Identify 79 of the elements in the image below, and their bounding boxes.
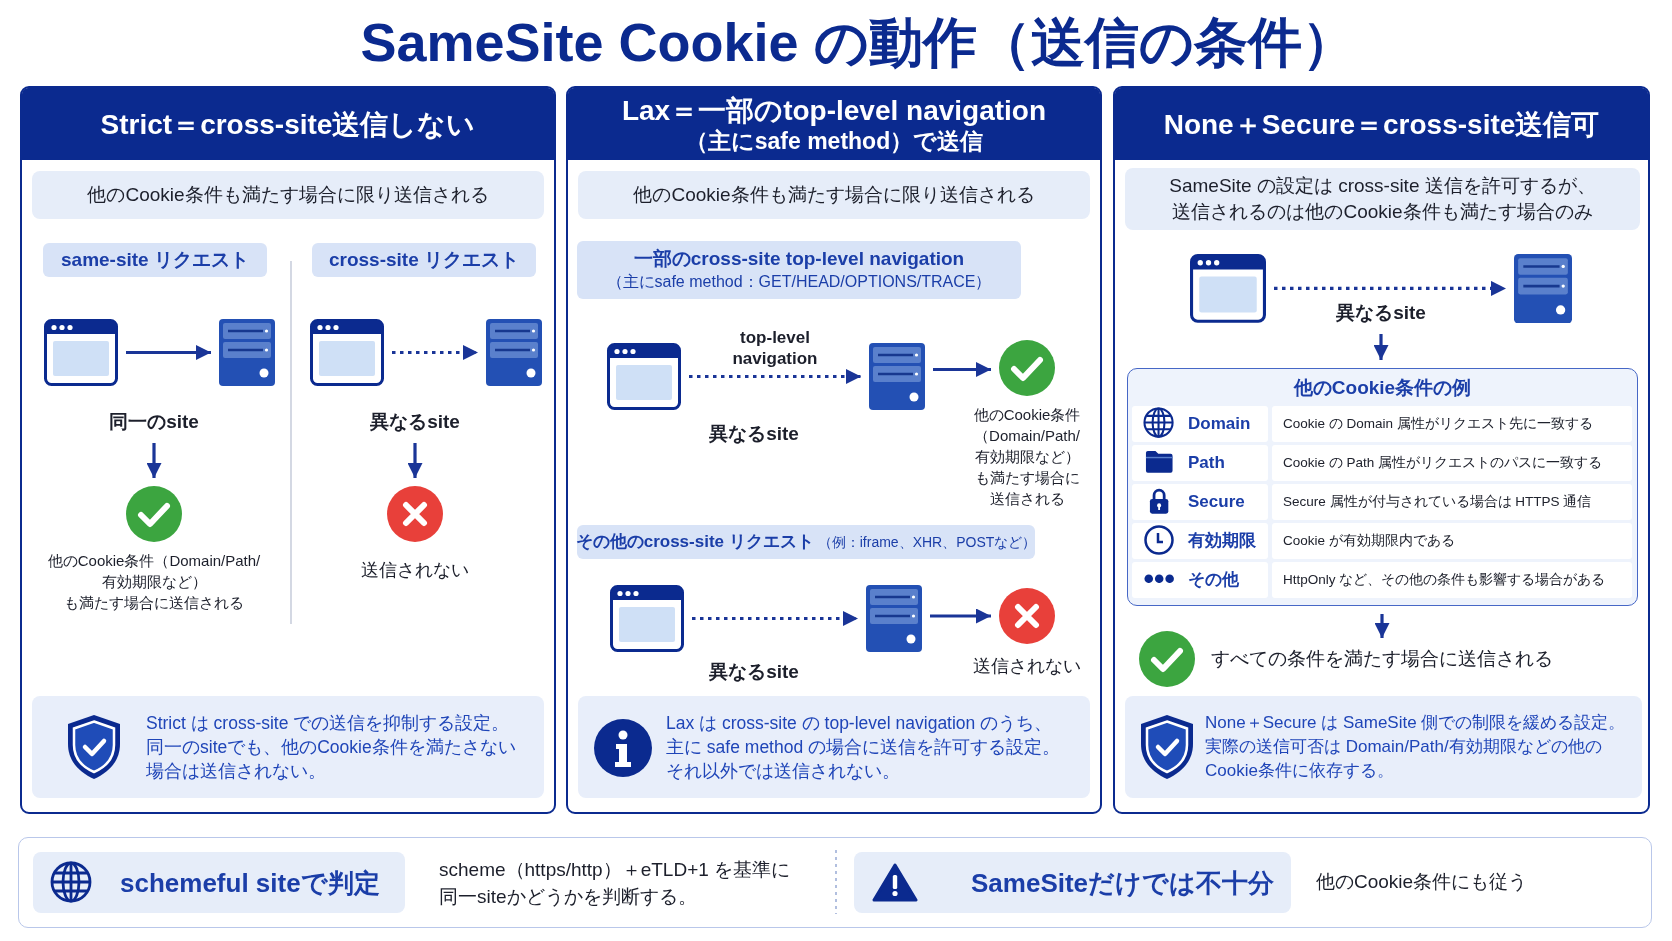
- server-icon: [1514, 254, 1572, 324]
- arrow: [146, 443, 162, 478]
- dotted-arrow: [692, 611, 858, 626]
- cross-circle-icon: [999, 588, 1055, 644]
- panel-title: Lax＝一部のtop-level navigation: [621, 93, 1047, 127]
- conditions-title: 他のCookie条件の例: [1293, 376, 1472, 400]
- request-type-tag: [577, 525, 1035, 559]
- note-text: Lax は cross-site の top-level navigation のうち、主に safe method の場合に送信を許可する設定。それ以外では送信されない。: [666, 712, 1062, 783]
- tag-subtitle: （例：iframe、XHR、POSTなど）: [817, 533, 1037, 552]
- browser-window-icon: [607, 343, 681, 410]
- diagram-title: SameSite Cookie の動作（送信の条件）: [360, 11, 1356, 74]
- status-caption: 送信されない: [361, 559, 469, 582]
- condition-description: Cookie が有効期限内である: [1283, 532, 1455, 550]
- request-type-tag: same-site リクエスト: [43, 243, 267, 277]
- panel-subtitle: （主にsafe method）で送信: [684, 126, 984, 155]
- condition-description: HttpOnly など、その他の条件も影響する場合がある: [1283, 571, 1606, 589]
- dotted-arrow: [392, 345, 478, 360]
- summary-pill: [854, 852, 1291, 913]
- policy-panel: [1113, 86, 1650, 814]
- cross-circle-icon: [387, 486, 443, 542]
- policy-panel: [566, 86, 1102, 814]
- note-panel: [578, 696, 1090, 798]
- site-label: 同一のsite: [109, 409, 199, 435]
- note-text: Strict は cross-site での送信を抑制する設定。同一のsiteでも、他のCookie条件を満たさない場合は送信されない。: [146, 712, 517, 783]
- panel-title: None＋Secure＝cross-site送信可: [1163, 107, 1600, 141]
- site-label: 異なるsite: [1336, 300, 1426, 326]
- arrow: [1373, 334, 1389, 360]
- summary-note: 他のCookie条件にも従う: [1316, 870, 1528, 894]
- site-label: 異なるsite: [709, 422, 799, 446]
- summary-note: scheme（https/http）＋eTLD+1 を基準に同一siteかどうかを判断する。: [439, 858, 792, 909]
- dotted-arrow: [1274, 280, 1506, 296]
- tag-title: その他のcross-site リクエスト: [575, 531, 814, 553]
- pill-text: schemeful siteで判定: [120, 866, 380, 900]
- condition-banner: 他のCookie条件も満たす場合に限り送信される: [32, 171, 544, 219]
- condition-name: その他: [1188, 569, 1239, 591]
- arrow: [126, 345, 211, 360]
- browser-window-icon: [1190, 254, 1266, 323]
- site-label: 異なるsite: [709, 660, 799, 684]
- browser-window-icon: [610, 585, 684, 652]
- tag-subtitle: （主にsafe method：GET/HEAD/OPTIONS/TRACE）: [606, 272, 992, 292]
- status-caption: 送信されない: [973, 655, 1081, 678]
- server-icon: [866, 585, 922, 652]
- request-type-tag: cross-site リクエスト: [312, 243, 536, 277]
- pill-text: SameSiteだけでは不十分: [971, 866, 1275, 900]
- tag-title: 一部のcross-site top-level navigation: [633, 247, 965, 271]
- summary-bar: [18, 837, 1652, 928]
- arrow: [933, 362, 991, 377]
- summary-pill: [33, 852, 405, 913]
- check-circle-icon: [999, 340, 1055, 396]
- check-circle-icon: [126, 486, 182, 542]
- server-icon: [219, 319, 275, 386]
- server-icon: [486, 319, 542, 386]
- condition-banner: SameSite の設定は cross-site 送信を許可するが、送信されるのは他のCookie条件も満たす場合のみ: [1125, 168, 1640, 230]
- arrow: [930, 608, 991, 624]
- browser-window-icon: [310, 319, 384, 386]
- condition-name: Secure: [1188, 491, 1245, 513]
- panel-title: Strict＝cross-site送信しない: [100, 107, 476, 141]
- status-caption: 他のCookie条件（Domain/Path/有効期限など）も満たす場合に送信される: [46, 551, 262, 613]
- condition-description: Secure 属性が付与されている場合は HTTPS 通信: [1283, 493, 1592, 511]
- browser-window-icon: [44, 319, 118, 386]
- note-text: None＋Secure は SameSite 側での制限を緩める設定。実際の送信可否は Domain/Path/有効期限などの他のCookie条件に依存する。: [1205, 712, 1627, 782]
- server-icon: [869, 343, 925, 410]
- conditions-panel: [1127, 368, 1638, 606]
- condition-banner: 他のCookie条件も満たす場合に限り送信される: [578, 171, 1090, 219]
- condition-name: Domain: [1188, 413, 1251, 435]
- condition-name: 有効期限: [1188, 530, 1256, 552]
- condition-description: Cookie の Domain 属性がリクエスト先に一致する: [1283, 415, 1593, 433]
- arrow: [1374, 614, 1390, 638]
- site-label: 異なるsite: [370, 409, 460, 435]
- result-text: すべての条件を満たす場合に送信される: [1211, 646, 1553, 672]
- arrow: [407, 443, 423, 478]
- status-caption: 他のCookie条件（Domain/Path/有効期限など）も満たす場合に送信される: [972, 405, 1082, 509]
- note-panel: [32, 696, 544, 798]
- condition-description: Cookie の Path 属性がリクエストのパスに一致する: [1283, 454, 1603, 472]
- note-panel: [1125, 696, 1642, 798]
- dotted-arrow: [689, 369, 861, 384]
- request-type-tag: [577, 241, 1021, 299]
- condition-name: Path: [1188, 452, 1225, 474]
- policy-panel: [20, 86, 556, 814]
